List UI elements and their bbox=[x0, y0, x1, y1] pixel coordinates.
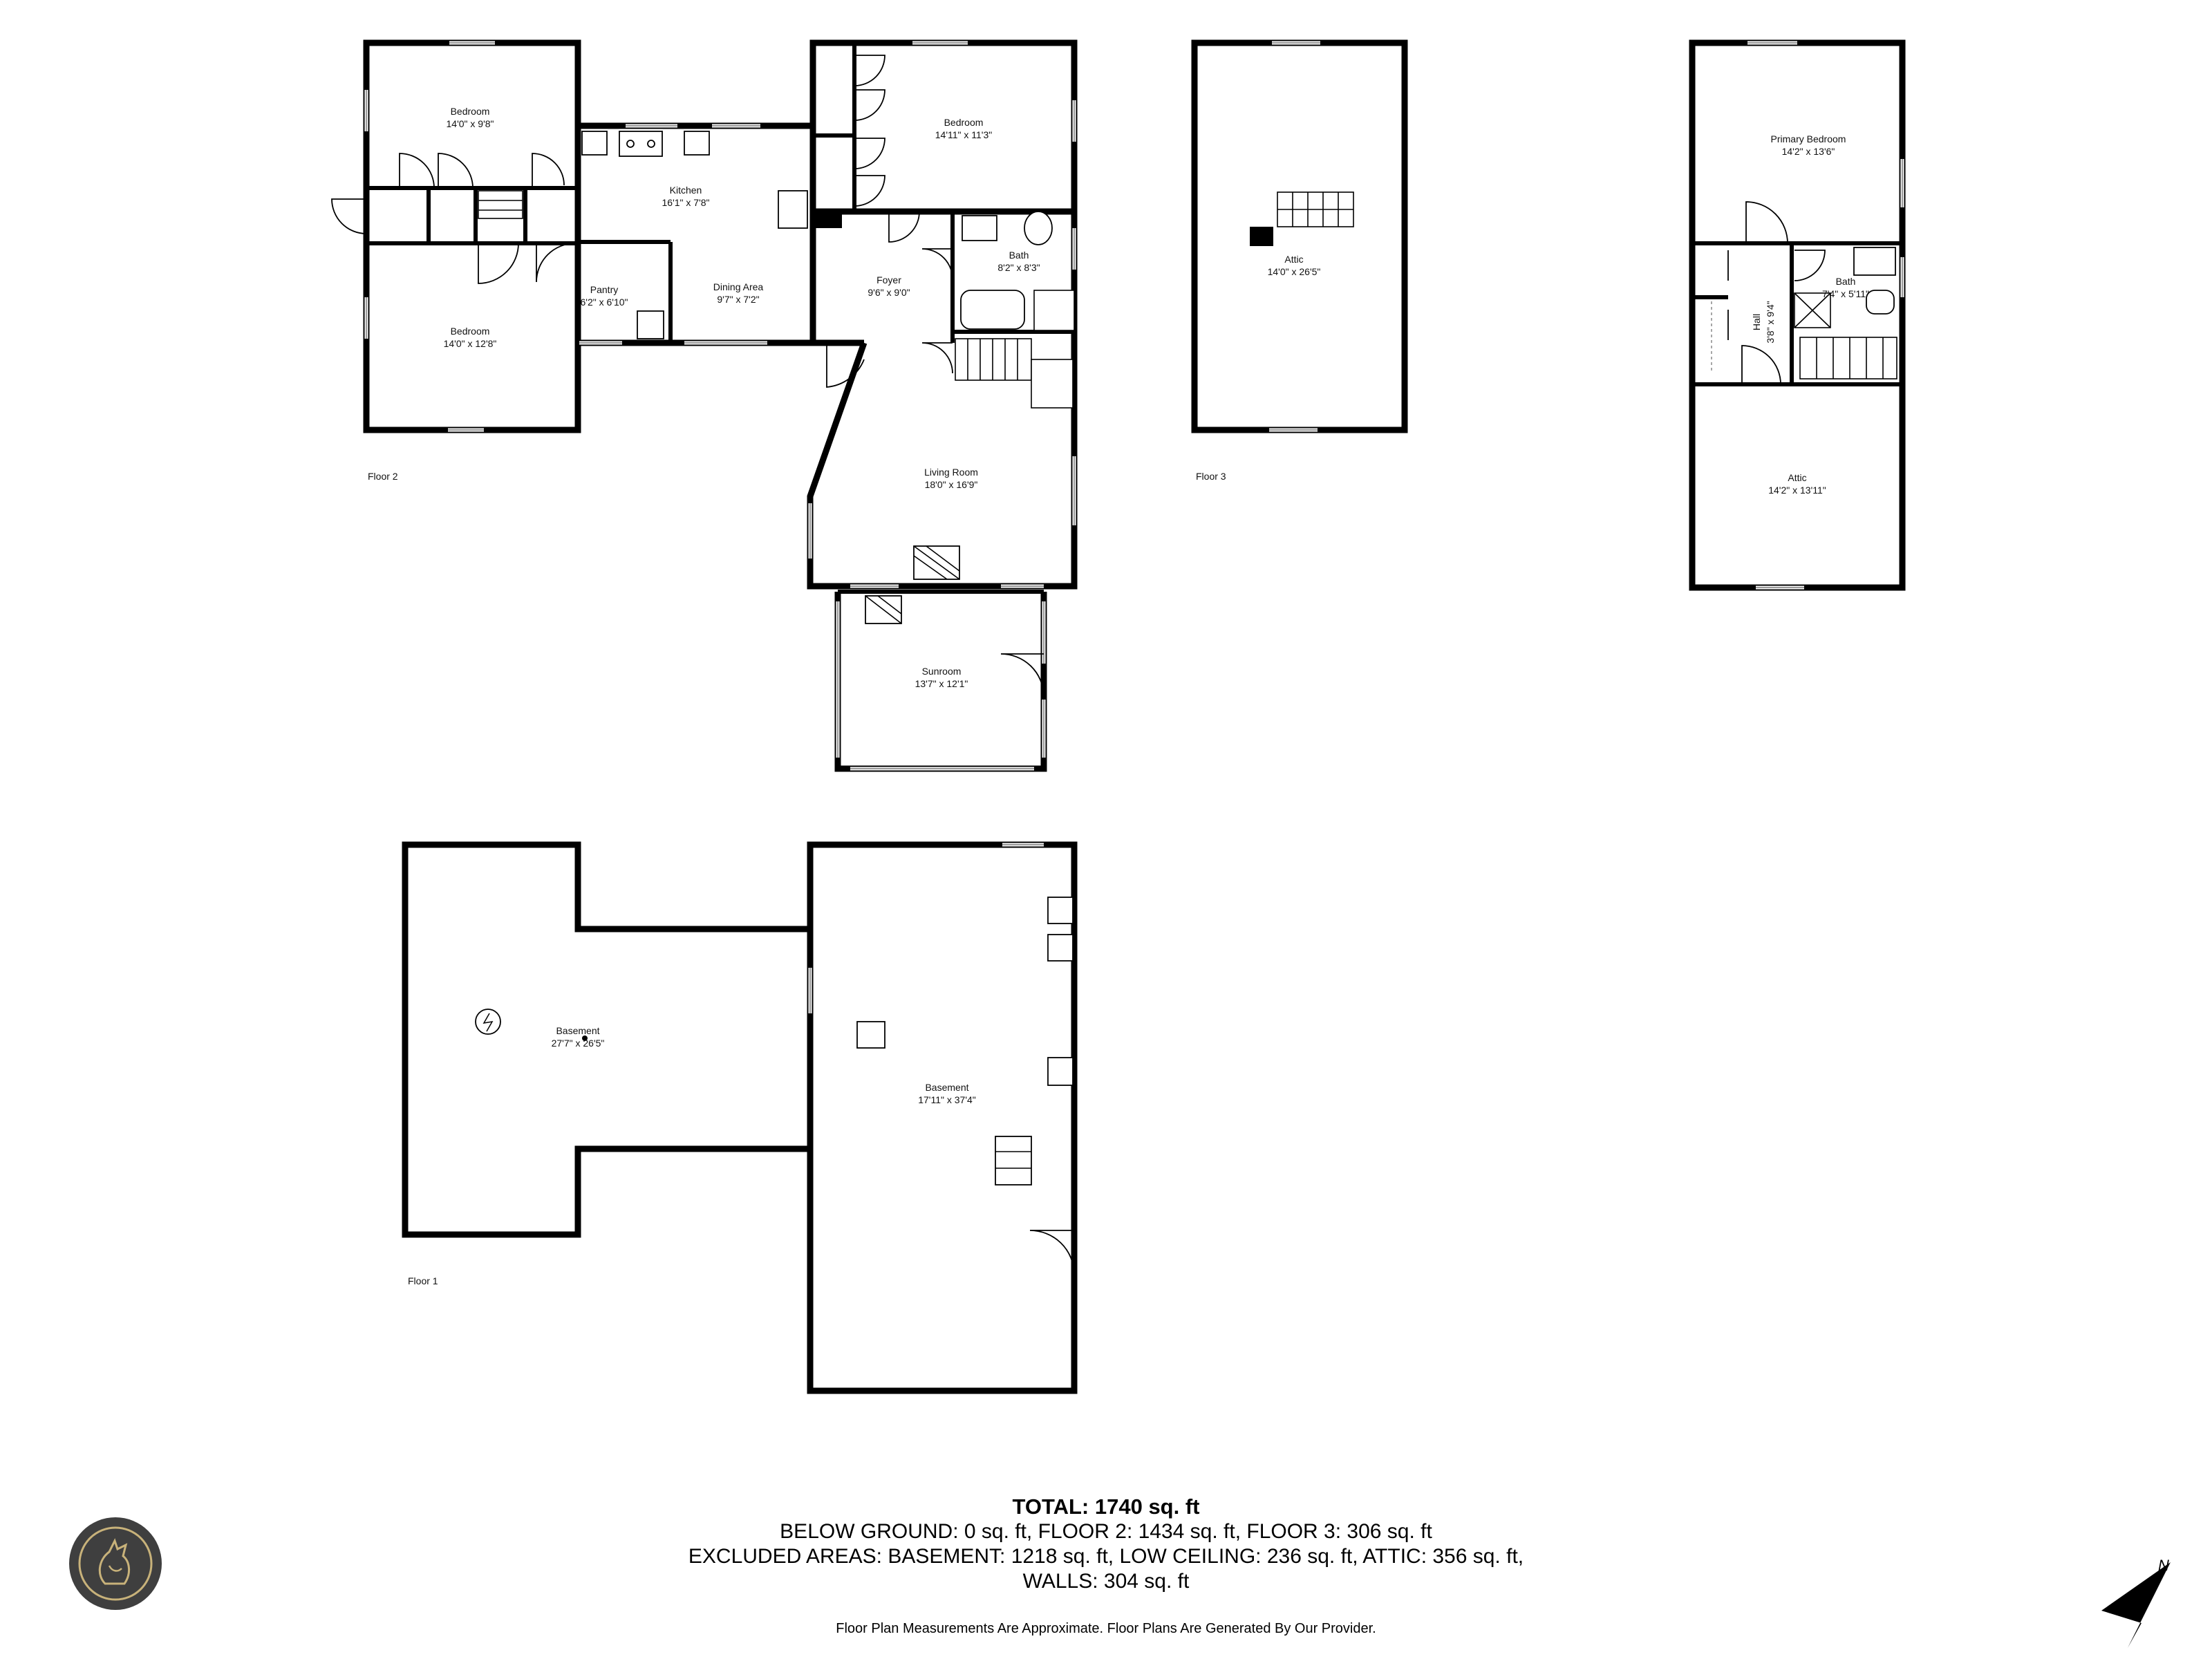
room-dims-living: 18'0" x 16'9" bbox=[925, 479, 978, 490]
room-name-basement-e: Basement bbox=[925, 1082, 968, 1093]
room-dims-bedroom-nw: 14'0" x 9'8" bbox=[447, 118, 494, 129]
stairs-floor2 bbox=[478, 190, 1074, 409]
area-breakdown-2: EXCLUDED AREAS: BASEMENT: 1218 sq. ft, L… bbox=[688, 1545, 1524, 1568]
room-dims-sunroom: 13'7" x 12'1" bbox=[915, 678, 968, 689]
room-dims-pantry: 6'2" x 6'10" bbox=[581, 297, 628, 308]
wolf-logo-icon bbox=[69, 1517, 162, 1610]
room-name-attic-upper: Attic bbox=[1788, 472, 1806, 483]
total-area: TOTAL: 1740 sq. ft bbox=[1012, 1494, 1200, 1519]
disclaimer: Floor Plan Measurements Are Approximate.… bbox=[836, 1621, 1376, 1636]
upper-floor-plan bbox=[1689, 39, 1906, 591]
floor-label-1: Floor 1 bbox=[408, 1275, 438, 1286]
room-name-foyer: Foyer bbox=[877, 274, 901, 285]
floor-1-plan bbox=[402, 841, 1078, 1394]
room-name-basement-w: Basement bbox=[556, 1025, 599, 1036]
room-dims-bedroom-sw: 14'0" x 12'8" bbox=[444, 338, 497, 349]
room-dims-bedroom-ne: 14'11" x 11'3" bbox=[935, 129, 993, 140]
room-name-living: Living Room bbox=[924, 467, 978, 478]
room-name-hall: Hall bbox=[1751, 314, 1762, 330]
floor-label-2: Floor 2 bbox=[368, 471, 398, 482]
room-dims-bath-f2: 8'2" x 8'3" bbox=[997, 262, 1040, 273]
room-name-pantry: Pantry bbox=[590, 284, 618, 295]
room-name-sunroom: Sunroom bbox=[922, 666, 962, 677]
room-dims-basement-e: 17'11" x 37'4" bbox=[918, 1094, 976, 1105]
area-summary: TOTAL: 1740 sq. ft BELOW GROUND: 0 sq. f… bbox=[0, 1494, 2212, 1594]
room-dims-kitchen: 16'1" x 7'8" bbox=[662, 197, 710, 208]
north-arrow-icon bbox=[2101, 1562, 2171, 1648]
room-name-bath-upper: Bath bbox=[1836, 276, 1856, 287]
room-dims-hall: 3'8" x 9'4" bbox=[1765, 301, 1776, 343]
room-dims-primary-bedroom: 14'2" x 13'6" bbox=[1782, 146, 1835, 157]
room-name-bedroom-ne: Bedroom bbox=[944, 117, 984, 128]
room-dims-attic-upper: 14'2" x 13'11" bbox=[1768, 485, 1826, 496]
room-name-bath-f2: Bath bbox=[1009, 250, 1029, 261]
room-dims-bath-upper: 7'4" x 5'11" bbox=[1822, 288, 1869, 299]
area-breakdown-1: BELOW GROUND: 0 sq. ft, FLOOR 2: 1434 sq… bbox=[780, 1520, 1432, 1543]
room-name-bedroom-sw: Bedroom bbox=[451, 326, 490, 337]
room-dims-dining: 9'7" x 7'2" bbox=[717, 294, 759, 305]
floor-label-3: Floor 3 bbox=[1196, 471, 1226, 482]
room-name-primary-bedroom: Primary Bedroom bbox=[1771, 133, 1846, 144]
room-name-dining: Dining Area bbox=[713, 281, 764, 292]
room-dims-attic-f3: 14'0" x 26'5" bbox=[1268, 266, 1321, 277]
floor-3-plan bbox=[1191, 39, 1408, 433]
room-dims-foyer: 9'6" x 9'0" bbox=[868, 287, 910, 298]
room-name-kitchen: Kitchen bbox=[670, 185, 702, 196]
room-name-bedroom-nw: Bedroom bbox=[451, 106, 490, 117]
room-name-attic-f3: Attic bbox=[1284, 254, 1303, 265]
room-dims-basement-w: 27'7" x 26'5" bbox=[552, 1038, 605, 1049]
area-breakdown-3: WALLS: 304 sq. ft bbox=[1022, 1570, 1190, 1593]
floor-2-plan bbox=[331, 39, 1078, 772]
